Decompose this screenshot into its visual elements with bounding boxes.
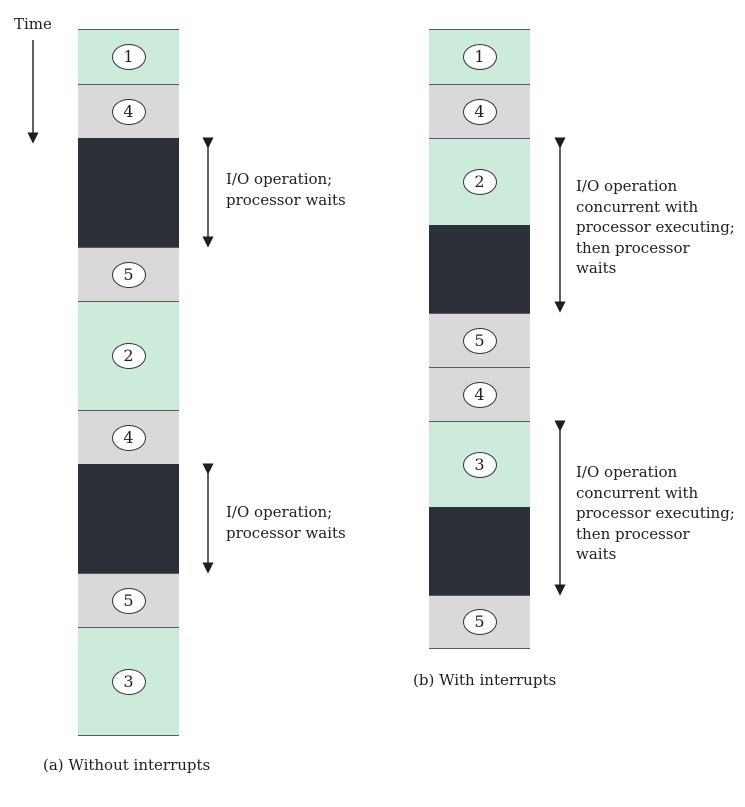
segment-io-complete: 5 xyxy=(429,595,530,649)
segment-badge: 3 xyxy=(462,451,497,478)
segment-user-code-2: 2 xyxy=(429,138,530,225)
segment-io-setup: 4 xyxy=(429,367,530,421)
segment-io-wait xyxy=(78,138,179,247)
segment-user-code-2: 2 xyxy=(78,301,179,410)
segment-io-wait xyxy=(78,464,179,573)
segment-badge: 3 xyxy=(111,668,146,695)
io-concurrent-note: I/O operation concurrent with processor … xyxy=(576,463,735,563)
io-wait-note: I/O operation; processor waits xyxy=(226,503,346,542)
segment-badge: 1 xyxy=(462,44,497,70)
segment-user-code-3: 3 xyxy=(429,421,530,507)
segment-badge: 5 xyxy=(111,587,146,614)
segment-badge: 4 xyxy=(462,98,497,125)
segment-io-complete: 5 xyxy=(429,313,530,367)
segment-badge: 5 xyxy=(111,261,146,288)
segment-io-setup: 4 xyxy=(78,410,179,464)
caption-with-interrupts: (b) With interrupts xyxy=(413,671,557,689)
segment-badge: 2 xyxy=(111,343,146,369)
segment-badge: 4 xyxy=(462,381,497,408)
io-wait-note: I/O operation; processor waits xyxy=(226,170,346,209)
caption-without-interrupts: (a) Without interrupts xyxy=(43,756,211,774)
segment-badge: 4 xyxy=(111,424,146,451)
segment-io-complete: 5 xyxy=(78,247,179,301)
segment-io-setup: 4 xyxy=(429,84,530,138)
segment-io-wait xyxy=(429,225,530,313)
time-label: Time xyxy=(14,15,52,33)
segment-badge: 5 xyxy=(462,327,497,354)
segment-io-wait xyxy=(429,507,530,595)
segment-user-code-1: 1 xyxy=(429,29,530,84)
segment-user-code-3: 3 xyxy=(78,627,179,736)
io-concurrent-note: I/O operation concurrent with processor … xyxy=(576,177,735,277)
segment-badge: 2 xyxy=(462,169,497,195)
segment-io-setup: 4 xyxy=(78,84,179,138)
segment-io-complete: 5 xyxy=(78,573,179,627)
segment-badge: 1 xyxy=(111,44,146,70)
segment-user-code-1: 1 xyxy=(78,29,179,84)
segment-badge: 4 xyxy=(111,98,146,125)
segment-badge: 5 xyxy=(462,609,497,635)
